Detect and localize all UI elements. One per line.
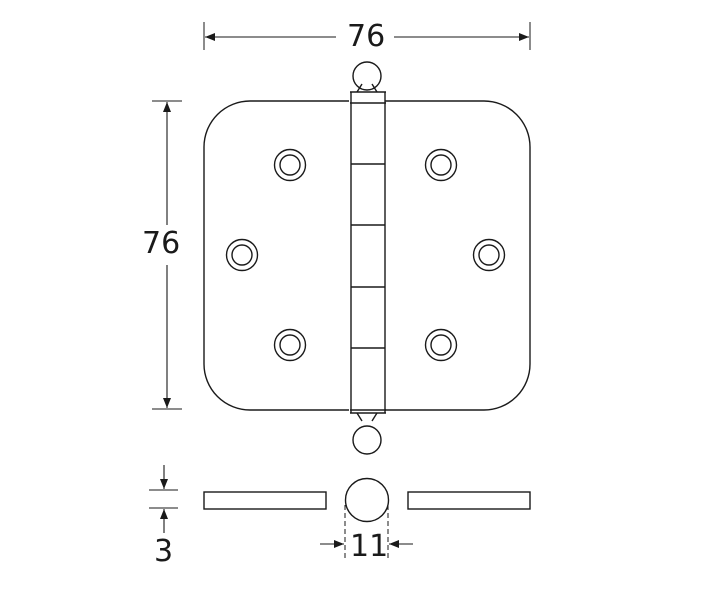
bottom-finial bbox=[352, 412, 382, 455]
screw-hole bbox=[273, 328, 307, 362]
screw-holes bbox=[225, 148, 506, 362]
knuckle-diameter-dimension bbox=[320, 505, 413, 560]
thickness-dimension bbox=[149, 465, 178, 533]
knuckle-diameter-label: 11 bbox=[350, 529, 389, 564]
width-label: 76 bbox=[344, 22, 389, 52]
height-dimension bbox=[152, 100, 182, 410]
width-dimension bbox=[203, 22, 531, 50]
top-finial bbox=[352, 61, 382, 93]
side-view bbox=[203, 477, 531, 523]
thickness-label: 3 bbox=[154, 534, 174, 569]
hinge-knuckle bbox=[349, 91, 386, 414]
screw-hole bbox=[424, 328, 458, 362]
height-label: 76 bbox=[139, 229, 184, 259]
screw-hole bbox=[273, 148, 307, 182]
screw-hole bbox=[472, 238, 506, 272]
screw-hole bbox=[424, 148, 458, 182]
screw-hole bbox=[225, 238, 259, 272]
